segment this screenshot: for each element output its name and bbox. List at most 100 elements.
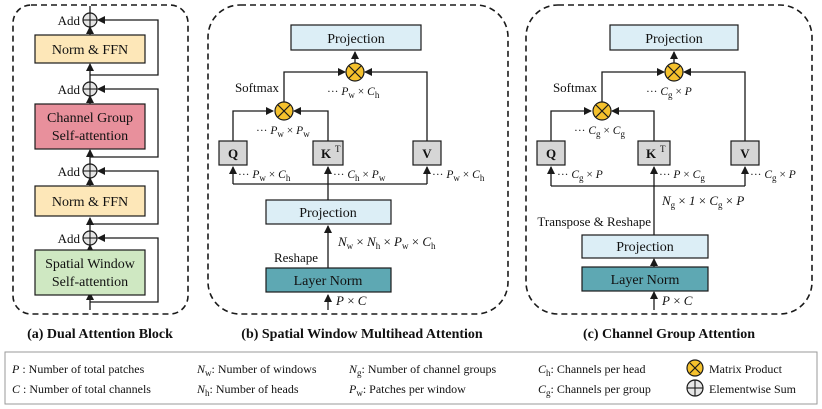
projection-mid-label: Projection [299, 206, 357, 221]
softmax-label: Softmax [235, 80, 280, 95]
matrix-product-icon [274, 101, 294, 121]
panel-b-caption: (b) Spatial Window Multihead Attention [241, 327, 483, 342]
v-label: V [740, 146, 750, 161]
dim-attn-map: ··· Cg × Cg [574, 125, 625, 139]
legend-pw: Pw: Patches per window [348, 382, 466, 398]
arrow [283, 68, 346, 102]
arrow [293, 107, 329, 141]
q-label: Q [546, 146, 556, 161]
q-label: Q [228, 146, 238, 161]
spatial-window-label-2: Self-attention [52, 275, 128, 290]
residual-arrow [90, 234, 159, 303]
spatial-window-label-1: Spatial Window [45, 257, 136, 272]
arrow [232, 107, 274, 141]
projection-top-box [290, 24, 422, 51]
dim-p-times-c: P × C [335, 293, 367, 308]
add-node [82, 163, 98, 179]
legend-matrix-product: Matrix Product [709, 362, 783, 376]
norm-ffn-label-upper: Norm & FFN [52, 43, 128, 58]
dim-ng-1-cg-p: Ng × 1 × Cg × P [661, 193, 744, 210]
residual-arrow [90, 167, 159, 225]
q-box [218, 140, 248, 166]
v-label: V [422, 146, 432, 161]
legend-border [4, 351, 818, 405]
legend-c: C : Number of total channels [12, 382, 151, 396]
add-label: Add [58, 13, 81, 28]
reshape-label: Reshape [274, 250, 318, 265]
projection-top-label: Projection [645, 32, 703, 47]
arrow [364, 68, 428, 141]
legend-nh: Nh: Number of heads [196, 382, 299, 398]
projection-mid-label: Projection [616, 240, 674, 255]
norm-ffn-box-upper [34, 34, 146, 64]
dim-output: ··· Cg × P [646, 86, 692, 100]
arrow [601, 68, 665, 102]
panel-a-border [12, 4, 189, 315]
channel-group-attn-box [34, 103, 146, 150]
elementwise-sum-icon [686, 379, 704, 397]
k-transpose-sup: T [335, 144, 341, 154]
panel-c-border [525, 4, 813, 315]
legend-p: P : Number of total patches [11, 362, 145, 376]
dim-k: ··· P × Cg [659, 169, 705, 183]
channel-group-label-1: Channel Group [47, 111, 133, 126]
k-box [637, 140, 671, 166]
dim-output: ··· Pw × Ch [327, 86, 380, 100]
v-box [412, 140, 442, 166]
arrow [683, 68, 746, 141]
add-label: Add [58, 231, 81, 246]
projection-mid-box [265, 199, 392, 225]
transpose-reshape-label: Transpose & Reshape [537, 214, 651, 229]
add-label: Add [58, 82, 81, 97]
layer-norm-label: Layer Norm [611, 273, 680, 288]
add-label: Add [58, 164, 81, 179]
panel-b: P × C Layer Norm Reshape Nw × Nh × Pw × … [207, 4, 509, 342]
legend-ng: Ng: Number of channel groups [348, 362, 496, 378]
norm-ffn-label-lower: Norm & FFN [52, 195, 128, 210]
dim-p-times-c: P × C [661, 293, 693, 308]
k-transpose-sup: T [660, 144, 666, 154]
panel-a: Spatial Window Self-attention Norm & FFN… [12, 4, 189, 342]
matrix-product-icon [664, 62, 684, 82]
residual-arrow [90, 16, 159, 76]
k-label: K [646, 146, 657, 161]
norm-ffn-box-lower [34, 185, 146, 217]
legend-elementwise-sum: Elementwise Sum [709, 382, 797, 396]
dim-v: ··· Cg × P [750, 169, 796, 183]
matrix-product-icon [345, 62, 365, 82]
projection-top-label: Projection [327, 32, 385, 47]
add-node [82, 12, 98, 28]
dim-q: ··· Pw × Ch [238, 169, 291, 183]
spatial-window-attn-box [34, 249, 146, 296]
arrow [550, 107, 592, 141]
dim-nw-nh-pw-ch: Nw × Nh × Pw × Ch [337, 234, 436, 251]
residual-arrow [90, 85, 159, 158]
add-node [82, 230, 98, 246]
panel-c: P × C Layer Norm Projection Transpose & … [525, 4, 813, 342]
legend-nw: Nw: Number of windows [196, 362, 317, 378]
softmax-label: Softmax [553, 80, 598, 95]
legend: P : Number of total patches C : Number o… [4, 351, 818, 405]
panel-c-caption: (c) Channel Group Attention [583, 327, 755, 342]
legend-ch: Ch: Channels per head [538, 362, 645, 378]
dim-k: ··· Ch × Pw [333, 169, 386, 183]
q-box [536, 140, 566, 166]
projection-mid-box [581, 234, 709, 259]
channel-group-label-2: Self-attention [52, 129, 128, 144]
panel-a-caption: (a) Dual Attention Block [27, 327, 173, 342]
projection-top-box [609, 24, 739, 51]
add-node [82, 81, 98, 97]
layer-norm-label: Layer Norm [294, 274, 363, 289]
matrix-product-icon [686, 359, 704, 377]
panel-b-border [207, 4, 509, 315]
legend-cg: Cg: Channels per group [538, 382, 651, 398]
matrix-product-icon [592, 101, 612, 121]
dim-q: ··· Cg × P [557, 169, 603, 183]
v-box [730, 140, 760, 166]
arrow [611, 107, 655, 141]
k-box [312, 140, 344, 166]
dim-attn-map: ··· Pw × Pw [256, 125, 310, 139]
k-label: K [321, 146, 332, 161]
dim-v: ··· Pw × Ch [432, 169, 485, 183]
